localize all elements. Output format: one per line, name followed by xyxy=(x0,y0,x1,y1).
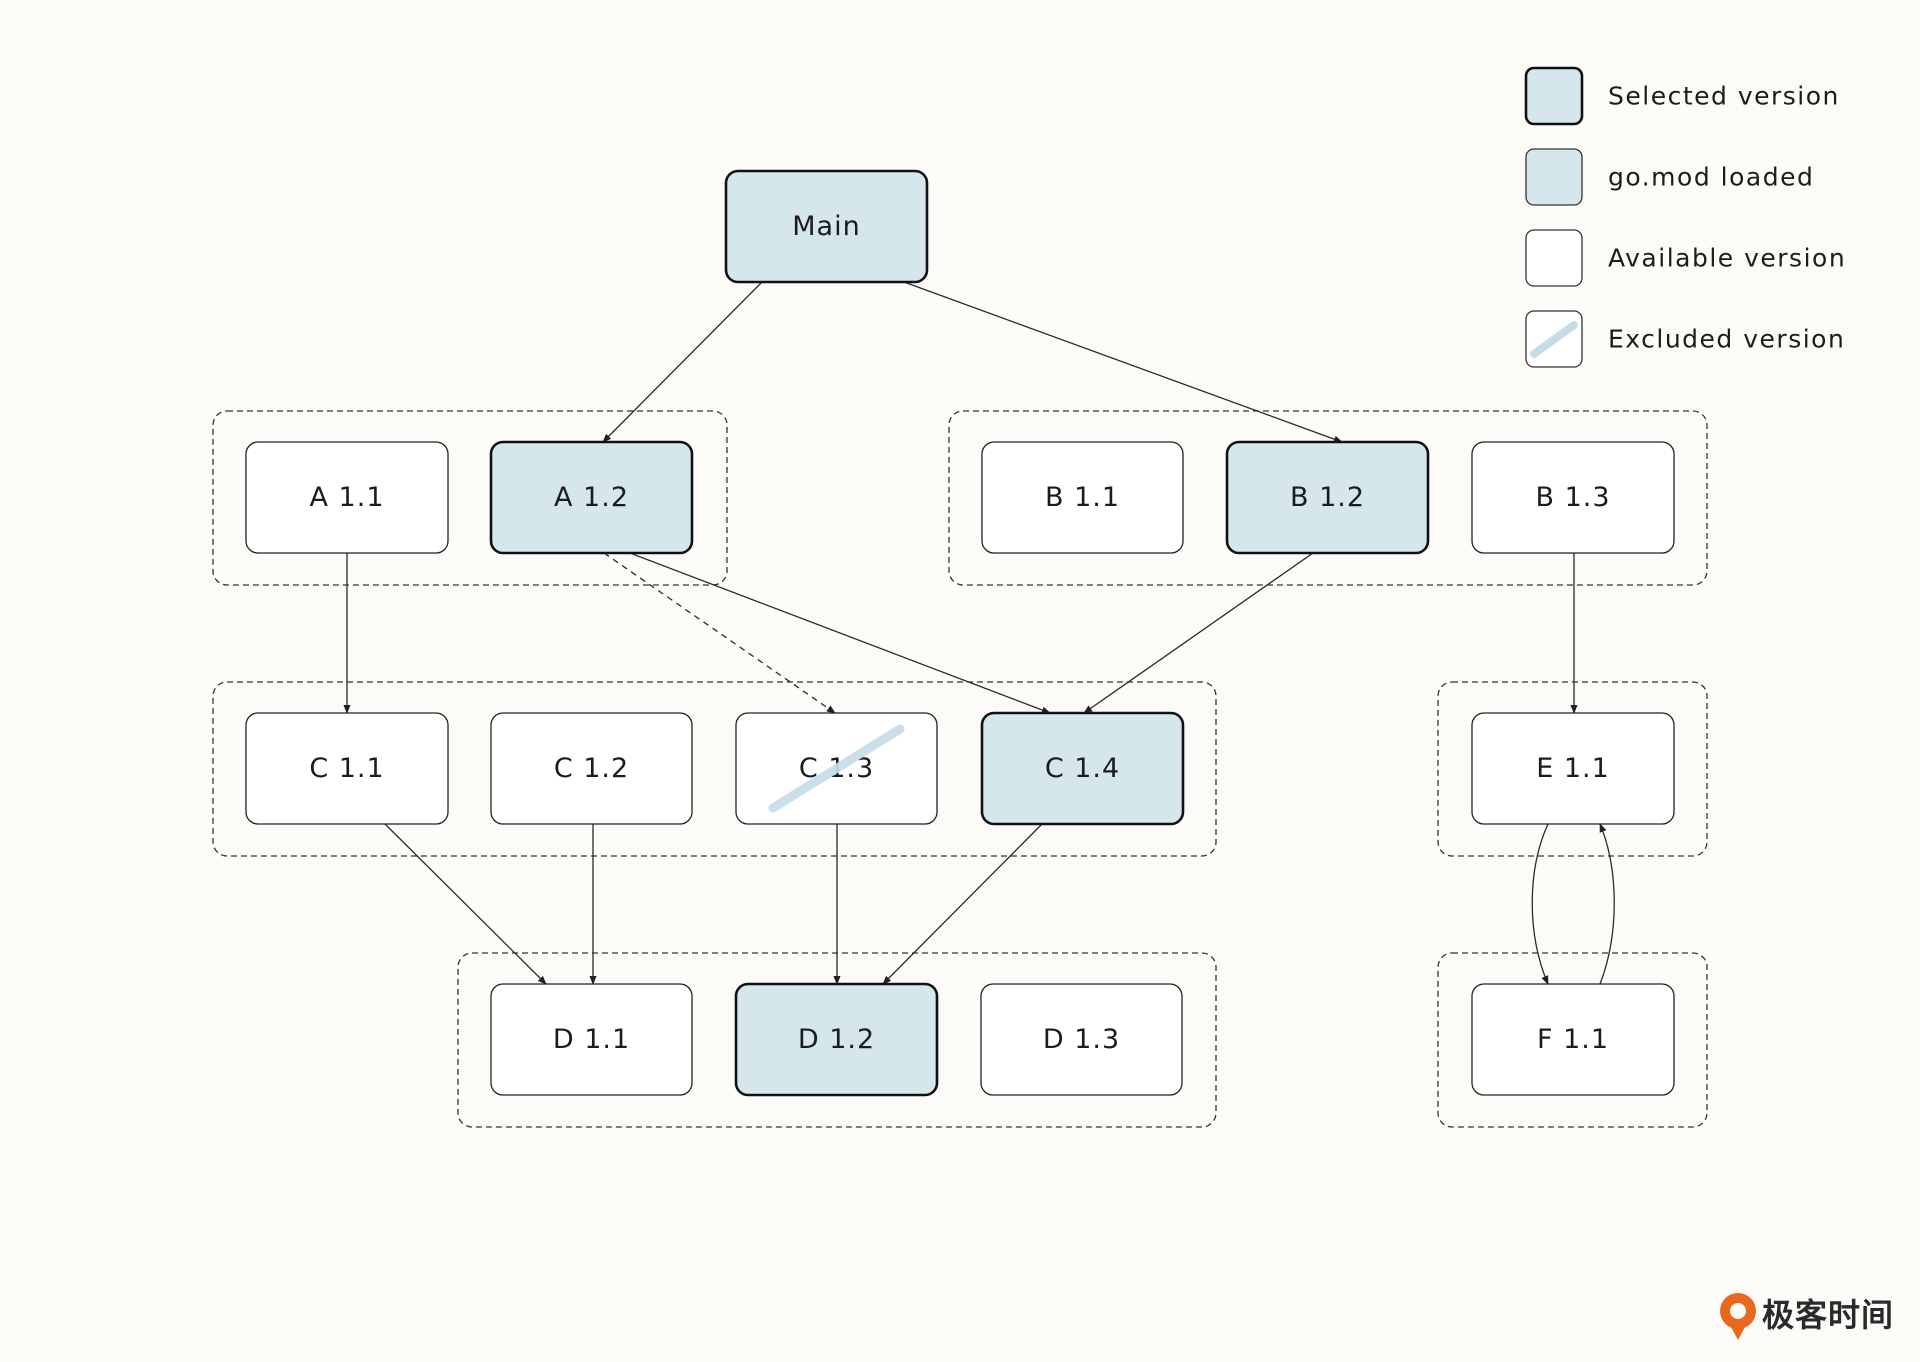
edge-e11-f11 xyxy=(1531,823,1549,985)
legend-label: Excluded version xyxy=(1608,325,1845,354)
legend-item-selected: Selected version xyxy=(1524,66,1840,126)
legend: Selected version go.mod loaded Available… xyxy=(1524,66,1846,368)
node-f11[interactable]: F 1.1 xyxy=(1471,983,1675,1096)
node-d12[interactable]: D 1.2 xyxy=(734,982,939,1097)
legend-label: go.mod loaded xyxy=(1608,163,1814,192)
node-c13[interactable]: C 1.3 xyxy=(735,712,938,825)
brand-name: 极客时间 xyxy=(1762,1296,1894,1334)
legend-label: Available version xyxy=(1608,244,1846,273)
node-main[interactable]: Main xyxy=(724,169,929,284)
node-c14[interactable]: C 1.4 xyxy=(980,711,1185,826)
node-label: D 1.2 xyxy=(798,1024,875,1055)
node-c11[interactable]: C 1.1 xyxy=(245,712,449,825)
edge-c14-d12 xyxy=(882,823,1043,985)
excluded-strike-mark xyxy=(1530,321,1578,358)
edge-a12-c14 xyxy=(629,552,1051,714)
group-f xyxy=(1437,952,1708,1128)
node-label: D 1.3 xyxy=(1043,1024,1120,1055)
edge-main-b12 xyxy=(903,281,1343,443)
edge-f11-e11 xyxy=(1599,823,1615,985)
node-b11[interactable]: B 1.1 xyxy=(981,441,1184,554)
edge-main-a12 xyxy=(602,281,763,443)
brand: 极客时间 xyxy=(1720,1293,1894,1340)
node-b12[interactable]: B 1.2 xyxy=(1225,440,1430,555)
node-e11[interactable]: E 1.1 xyxy=(1471,712,1675,825)
node-label: B 1.1 xyxy=(1045,482,1120,513)
node-b13[interactable]: B 1.3 xyxy=(1471,441,1675,554)
group-e xyxy=(1437,681,1708,857)
group-c xyxy=(212,681,1217,857)
node-label: F 1.1 xyxy=(1537,1024,1609,1055)
legend-swatch-available xyxy=(1525,229,1583,287)
geektime-logo-icon xyxy=(1720,1293,1756,1340)
node-label: A 1.1 xyxy=(310,482,385,513)
excluded-strike-mark xyxy=(768,724,905,813)
node-label: C 1.1 xyxy=(309,753,384,784)
legend-swatch-selected xyxy=(1524,66,1584,126)
node-a12[interactable]: A 1.2 xyxy=(489,440,694,555)
legend-item-loaded: go.mod loaded xyxy=(1525,148,1814,206)
nodes: Main A 1.1 A 1.2 B 1.1 B 1.2 B 1.3 C 1.1 xyxy=(245,169,1675,1097)
node-label: C 1.2 xyxy=(554,753,629,784)
node-d11[interactable]: D 1.1 xyxy=(490,983,693,1096)
group-b xyxy=(948,410,1708,586)
node-label: B 1.3 xyxy=(1535,482,1610,513)
edges xyxy=(343,281,1615,985)
node-c12[interactable]: C 1.2 xyxy=(490,712,693,825)
legend-label: Selected version xyxy=(1608,82,1840,111)
node-label: Main xyxy=(792,211,860,242)
node-label: B 1.2 xyxy=(1290,482,1365,513)
node-d13[interactable]: D 1.3 xyxy=(980,983,1183,1096)
node-a11[interactable]: A 1.1 xyxy=(245,441,449,554)
group-a xyxy=(212,410,728,586)
edge-b12-c14 xyxy=(1083,552,1314,714)
legend-item-excluded: Excluded version xyxy=(1525,310,1845,368)
node-label: C 1.4 xyxy=(1045,753,1120,784)
node-label: D 1.1 xyxy=(553,1024,630,1055)
node-label: E 1.1 xyxy=(1536,753,1610,784)
node-label: A 1.2 xyxy=(554,482,629,513)
legend-item-available: Available version xyxy=(1525,229,1846,287)
edge-a12-c13 xyxy=(603,552,836,714)
edge-c11-d11 xyxy=(384,823,547,985)
legend-swatch-loaded xyxy=(1525,148,1583,206)
